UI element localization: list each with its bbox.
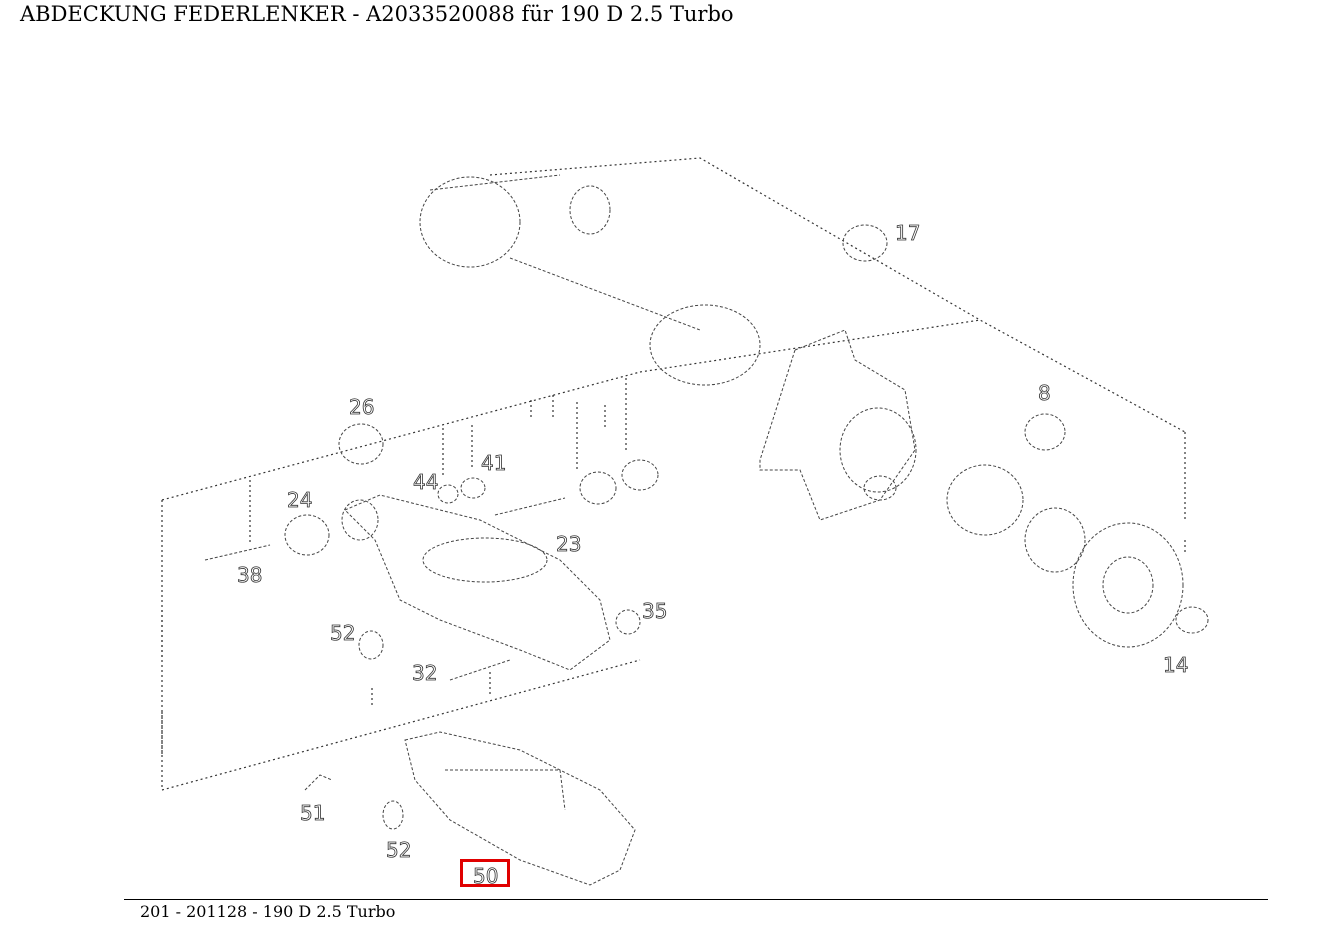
control-arm-part bbox=[204, 423, 659, 681]
callout-35[interactable]: 35 bbox=[642, 599, 668, 624]
callout-26[interactable]: 26 bbox=[349, 395, 375, 420]
callout-38[interactable]: 38 bbox=[237, 563, 263, 588]
callout-52-lower[interactable]: 52 bbox=[386, 838, 412, 863]
callout-52-upper[interactable]: 52 bbox=[330, 621, 356, 646]
leader-lines bbox=[161, 378, 1186, 755]
callout-51[interactable]: 51 bbox=[300, 801, 326, 826]
callout-17[interactable]: 17 bbox=[895, 221, 921, 246]
footer-caption: 201 - 201128 - 190 D 2.5 Turbo bbox=[140, 902, 396, 921]
callout-8[interactable]: 8 bbox=[1038, 381, 1052, 406]
panel-outline bbox=[161, 157, 1186, 791]
steering-knuckle-part bbox=[759, 329, 917, 521]
callout-14[interactable]: 14 bbox=[1163, 653, 1189, 678]
callout-32[interactable]: 32 bbox=[412, 661, 438, 686]
callout-24[interactable]: 24 bbox=[287, 488, 313, 513]
shock-absorber-part bbox=[419, 174, 888, 386]
footer-divider bbox=[124, 899, 1268, 900]
spring-link-cover-part bbox=[304, 731, 636, 886]
brake-disc-part bbox=[946, 413, 1209, 648]
highlight-box-part-50 bbox=[460, 859, 510, 887]
page-title: ABDECKUNG FEDERLENKER - A2033520088 für … bbox=[20, 2, 734, 26]
callout-44[interactable]: 44 bbox=[413, 470, 439, 495]
callout-23[interactable]: 23 bbox=[556, 532, 582, 557]
callout-41[interactable]: 41 bbox=[481, 451, 507, 476]
